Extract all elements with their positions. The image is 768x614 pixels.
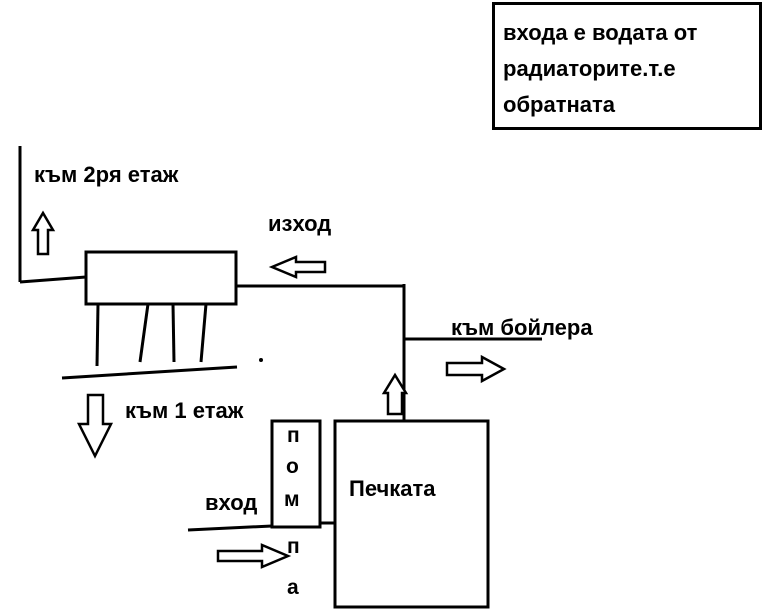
- manifold-leg-3: [171, 303, 176, 363]
- arrow-right-inlet-icon: [216, 543, 292, 569]
- note-line-2: радиаторите.т.е: [503, 56, 676, 81]
- label-to-floor2: към 2ря етаж: [34, 162, 179, 187]
- manifold-leg-2: [138, 303, 150, 363]
- pump-letter-5: а: [287, 576, 299, 599]
- label-to-boiler: към бойлера: [451, 315, 593, 340]
- pipe-floor2-horizontal: [19, 275, 87, 284]
- floor-dot: [259, 358, 263, 362]
- inlet-pipe: [187, 524, 273, 532]
- manifold-leg-1: [95, 303, 100, 367]
- stove-box: [333, 419, 490, 609]
- pump-box: [270, 419, 322, 529]
- pump-letter-4: п: [287, 535, 300, 558]
- label-to-floor1: към 1 етаж: [125, 398, 244, 423]
- arrow-right-boiler-icon: [445, 354, 507, 384]
- pump-letter-2: о: [286, 455, 299, 478]
- note-box: входа е водата от радиаторите.т.е обратн…: [492, 2, 762, 130]
- label-inlet: вход: [205, 490, 257, 515]
- label-stove: Печката: [349, 476, 436, 501]
- arrow-down-floor1-icon: [76, 393, 114, 459]
- note-line-3: обратната: [503, 92, 616, 117]
- arrow-left-outlet-icon: [268, 255, 327, 279]
- arrow-up-floor2-icon: [30, 210, 56, 256]
- floor-line: [61, 365, 238, 380]
- pump-letter-3: м: [284, 488, 300, 511]
- arrow-up-riser-icon: [381, 372, 409, 416]
- pump-letter-1: п: [287, 424, 300, 447]
- note-line-1: входа е водата от: [503, 20, 698, 45]
- manifold-box: [84, 250, 238, 306]
- manifold-leg-4: [199, 303, 208, 363]
- label-outlet: изход: [268, 211, 331, 236]
